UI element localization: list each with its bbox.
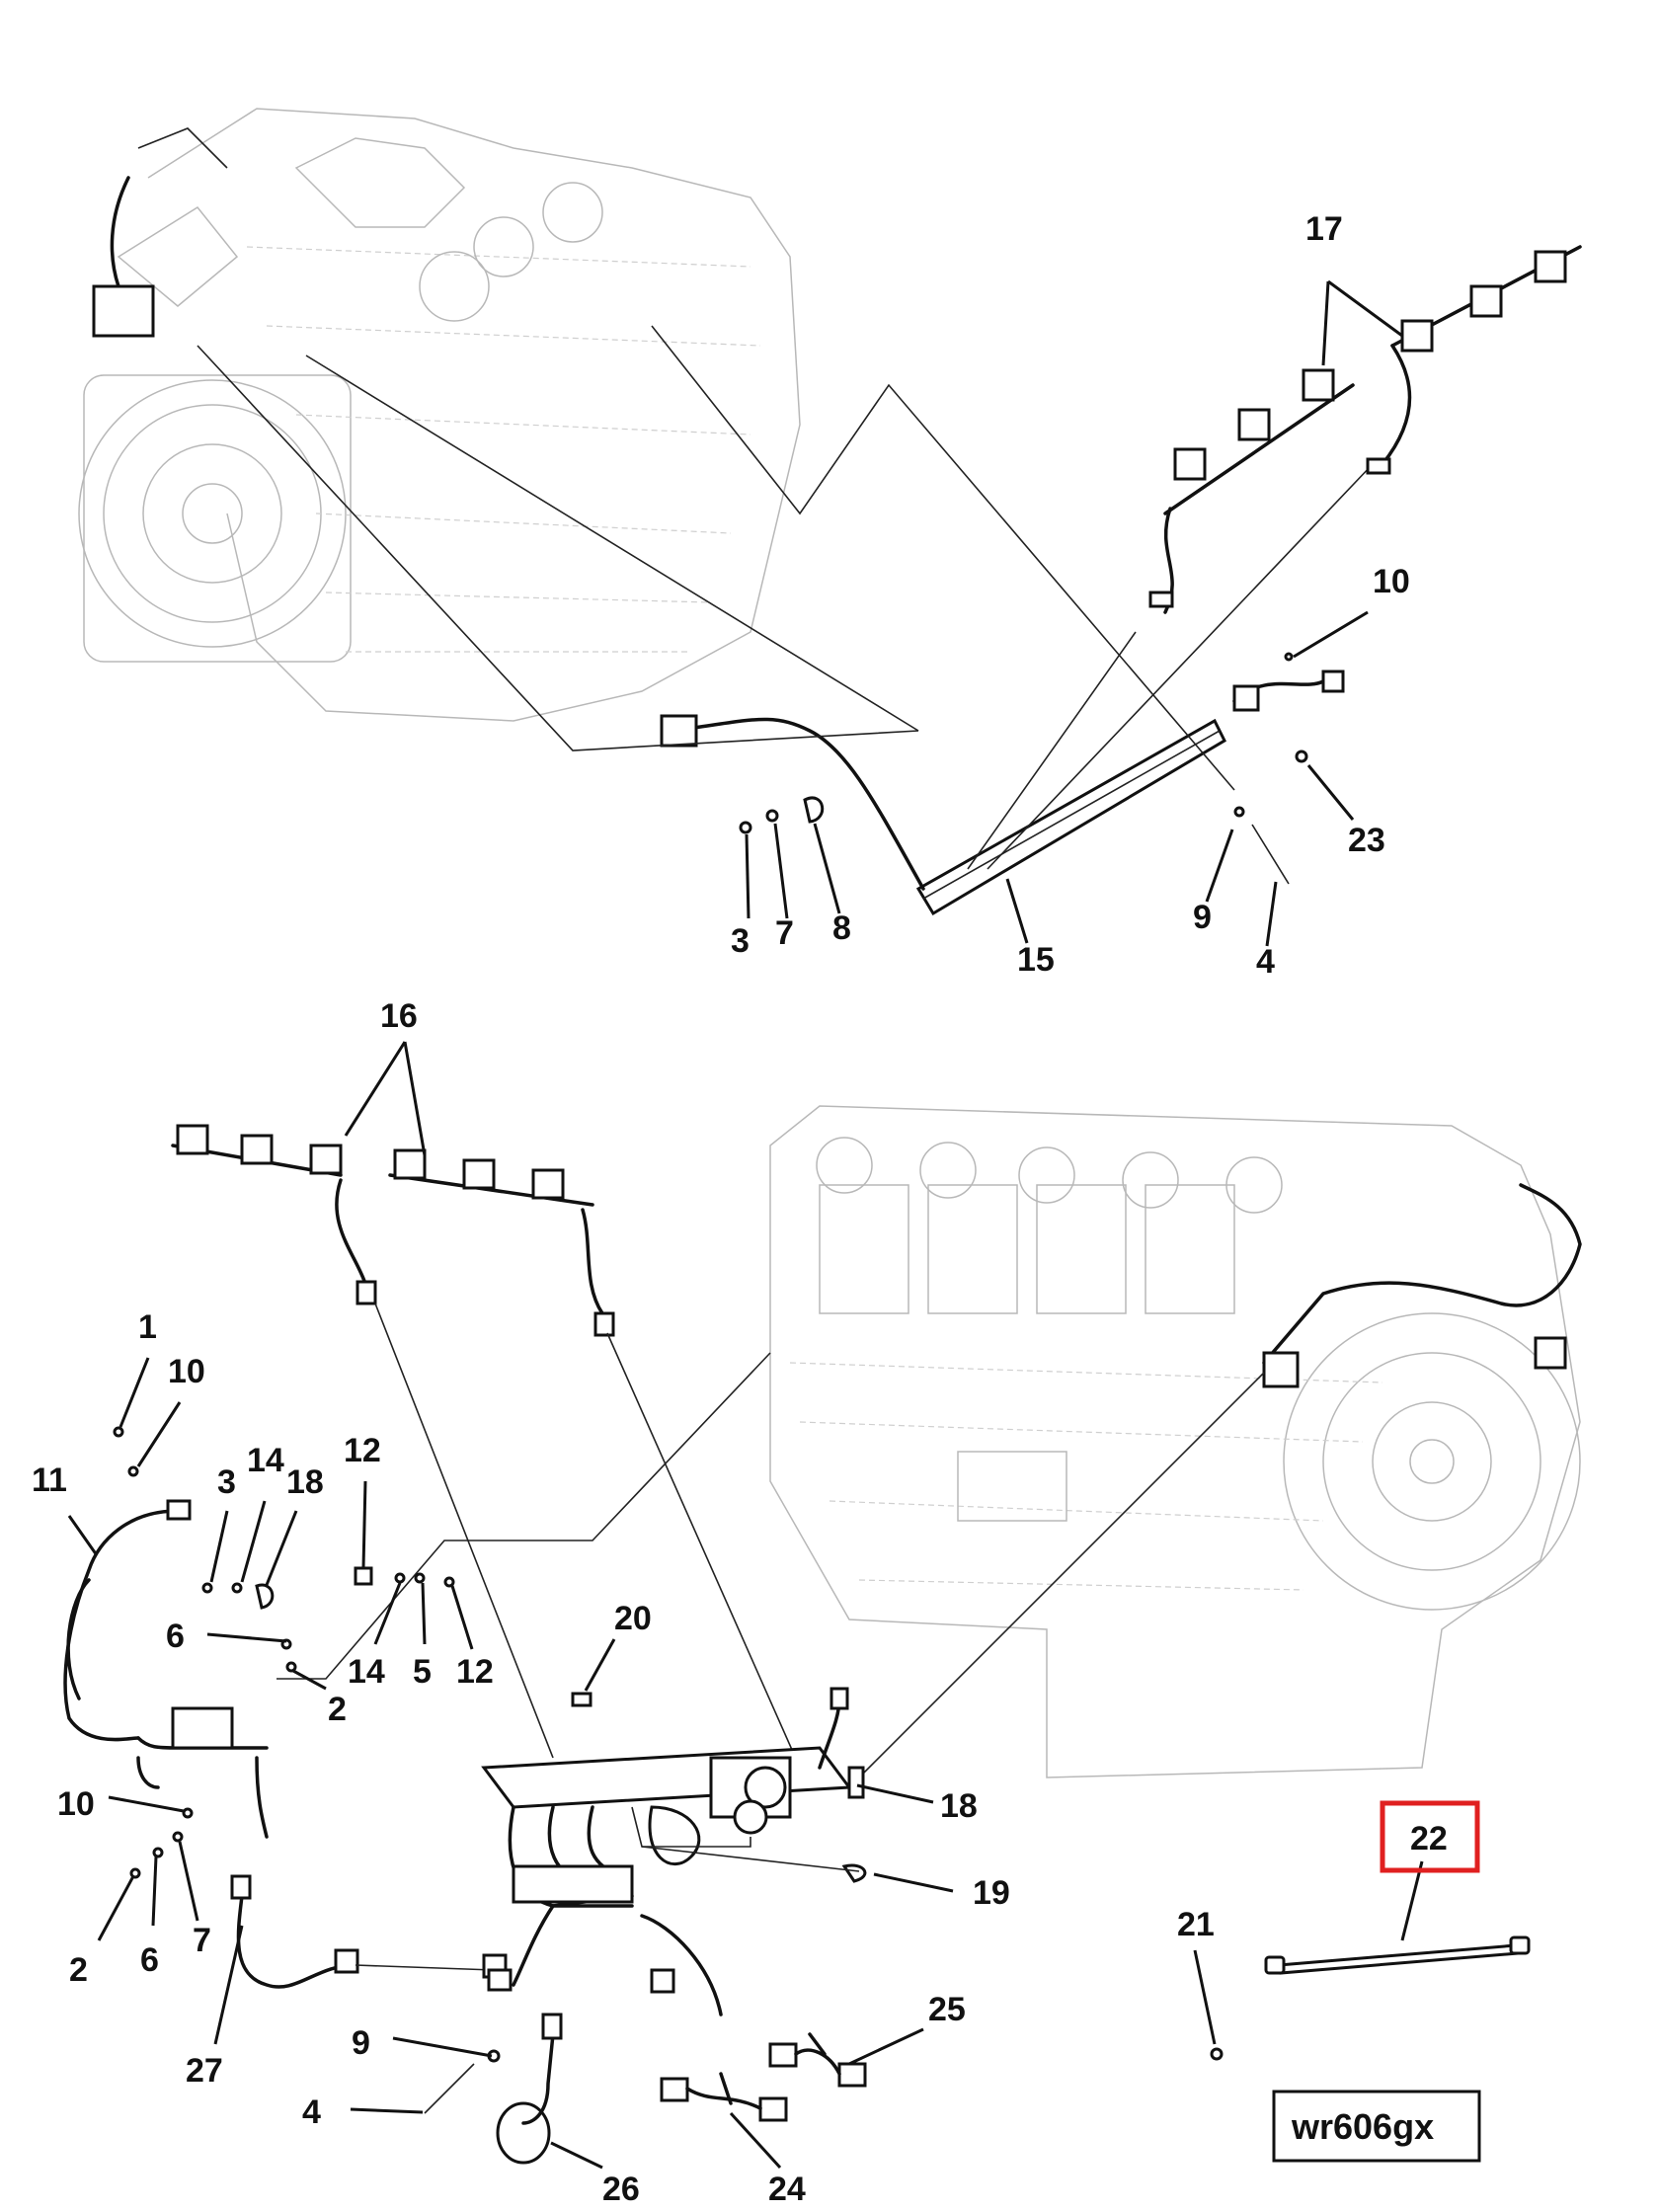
lower-harness-assembly [63, 1041, 1531, 2170]
callout-15: 15 [1017, 941, 1055, 979]
callout-21: 21 [1177, 1906, 1215, 1943]
callout-14: 14 [247, 1442, 284, 1479]
callout-17: 17 [1305, 210, 1343, 248]
callout-6: 6 [166, 1618, 185, 1655]
callout-7: 7 [775, 914, 794, 952]
engine-illustration-bottom [769, 1105, 1582, 1778]
callout-4: 4 [1256, 943, 1275, 981]
callout-22-highlight-box [1380, 1800, 1480, 1873]
engine-illustration-top [78, 108, 801, 722]
callout-14: 14 [348, 1653, 385, 1691]
callout-4: 4 [302, 2094, 321, 2131]
figure-id-label: wr606gx [1291, 2106, 1434, 2147]
callout-10: 10 [168, 1353, 205, 1390]
callout-22: 22 [1410, 1820, 1448, 1857]
callout-1: 1 [138, 1308, 157, 1346]
callout-24: 24 [768, 2171, 806, 2208]
callout-26: 26 [602, 2171, 640, 2208]
callout-labels: 17 10 23 3 7 8 15 9 4 16 1 10 11 3 14 18… [32, 210, 1480, 2208]
callout-18: 18 [286, 1463, 324, 1501]
callout-10: 10 [1373, 563, 1410, 600]
callout-25: 25 [928, 1991, 966, 2028]
callout-12: 12 [456, 1653, 494, 1691]
callout-12: 12 [344, 1432, 381, 1469]
callout-9: 9 [1193, 899, 1212, 936]
callout-20: 20 [614, 1600, 652, 1637]
upper-harness-assembly [197, 245, 1582, 947]
callout-5: 5 [413, 1653, 432, 1691]
callout-8: 8 [832, 909, 851, 947]
figure-id-box: wr606gx [1272, 2090, 1481, 2163]
callout-18: 18 [940, 1787, 978, 1825]
callout-19: 19 [973, 1874, 1010, 1912]
callout-16: 16 [380, 997, 418, 1035]
callout-9: 9 [352, 2024, 370, 2062]
callout-10: 10 [57, 1785, 95, 1823]
callout-2: 2 [69, 1951, 88, 1989]
callout-7: 7 [193, 1922, 211, 1959]
callout-3: 3 [217, 1463, 236, 1501]
callout-23: 23 [1348, 822, 1385, 859]
callout-11: 11 [32, 1462, 67, 1499]
callout-2: 2 [328, 1691, 347, 1728]
callout-27: 27 [186, 2052, 223, 2090]
callout-6: 6 [140, 1941, 159, 1979]
callout-3: 3 [731, 922, 750, 960]
